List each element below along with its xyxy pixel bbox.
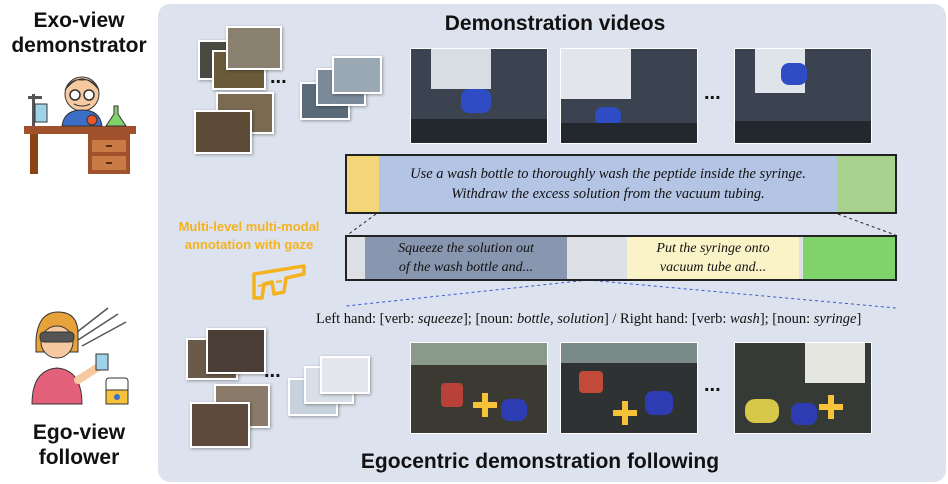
mid-level-annotation-bar: Squeeze the solution out of the wash bot… — [345, 235, 897, 281]
segment-put-syringe: Put the syringe onto vacuum tube and... — [627, 237, 799, 279]
bar-gaze-segment — [347, 156, 379, 212]
gaze-crosshair-icon — [473, 393, 497, 417]
demo-video-frame-2 — [560, 48, 698, 144]
exo-label-line1: Exo-view — [33, 9, 125, 32]
demo-video-frame-3 — [734, 48, 872, 144]
exo-thumb-8 — [332, 56, 382, 94]
ego-thumb-7 — [320, 356, 370, 394]
exo-view-label: Exo-view demonstrator — [4, 8, 154, 58]
exo-thumb-5 — [194, 110, 252, 154]
ego-view-label: Ego-view follower — [4, 420, 154, 470]
ego-video-frame-3 — [734, 342, 872, 434]
ego-label-line1: Ego-view — [32, 421, 126, 444]
ego-thumbs-ellipsis: ... — [264, 360, 281, 382]
exo-thumb-3 — [226, 26, 282, 70]
hand-annotation-text: Left hand: [verb: squeeze]; [noun: bottl… — [316, 311, 862, 327]
zoom-connector-lines — [345, 213, 899, 309]
gaze-glasses-icon — [252, 264, 306, 300]
exo-thumbs-ellipsis: ... — [270, 66, 287, 88]
ego-frames-ellipsis: ... — [704, 374, 721, 396]
follower-illustration — [31, 307, 129, 405]
segment-green — [803, 237, 895, 279]
gaze-crosshair-icon — [819, 395, 843, 419]
demo-frames-ellipsis: ... — [704, 82, 721, 104]
bar-green-segment — [837, 156, 895, 212]
demonstration-videos-title: Demonstration videos — [444, 12, 666, 35]
annotation-with-gaze-label: Multi-level multi-modal annotation with … — [178, 219, 320, 252]
ego-video-frame-1 — [410, 342, 548, 434]
ego-thumb-4 — [190, 402, 250, 448]
demo-video-frame-1 — [410, 48, 548, 144]
egocentric-following-title: Egocentric demonstration following — [360, 450, 720, 473]
ego-video-frame-2 — [560, 342, 698, 434]
demonstrator-illustration — [24, 76, 136, 174]
ego-thumb-2 — [206, 328, 266, 374]
high-level-annotation-text: Use a wash bottle to thoroughly wash the… — [410, 166, 806, 202]
segment-squeeze: Squeeze the solution out of the wash bot… — [365, 237, 567, 279]
ego-label-line2: follower — [38, 446, 120, 469]
gaze-crosshair-icon — [613, 401, 637, 425]
high-level-annotation-bar: Use a wash bottle to thoroughly wash the… — [345, 154, 897, 214]
exo-label-line2: demonstrator — [11, 34, 147, 57]
